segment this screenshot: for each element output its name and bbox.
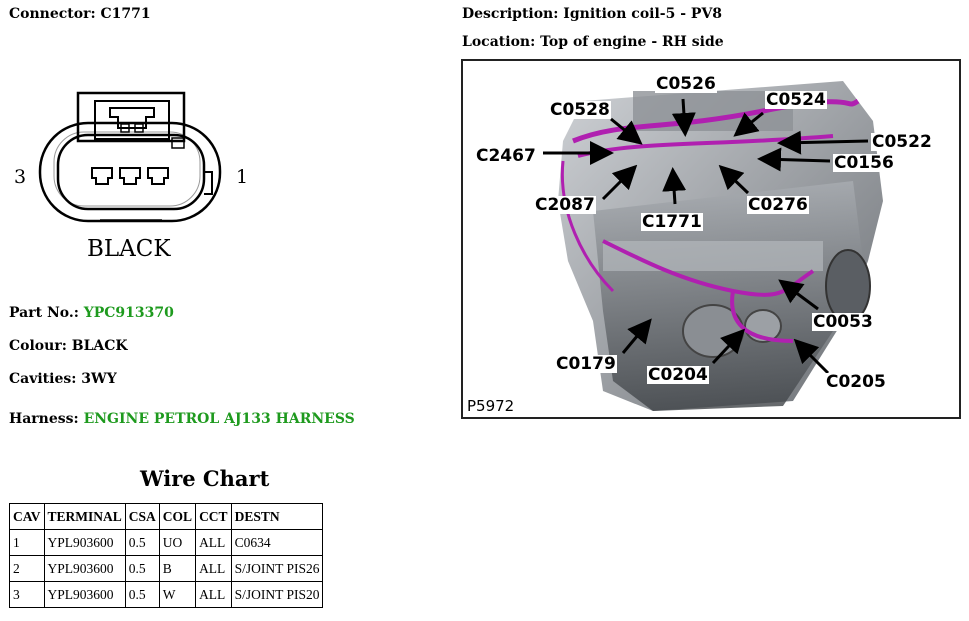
harness-link[interactable]: ENGINE PETROL AJ133 HARNESS	[83, 411, 355, 427]
figure-id: P5972	[467, 397, 515, 415]
cell-col: UO	[158, 529, 197, 556]
wire-chart-header-row: CAV TERMINAL CSA COL CCT DESTN	[9, 503, 324, 530]
callout-c0204[interactable]: C0204	[647, 365, 709, 385]
col-header-cct: CCT	[195, 503, 232, 530]
callout-c0053[interactable]: C0053	[812, 312, 874, 332]
description-label: Description:	[462, 6, 559, 22]
pin-3-label: 3	[14, 166, 27, 188]
callout-c2087[interactable]: C2087	[534, 195, 596, 215]
cell-col: B	[158, 555, 197, 582]
cell-cav: 1	[9, 529, 45, 556]
description-value: Ignition coil-5 - PV8	[563, 6, 723, 22]
cell-terminal: YPL903600	[43, 581, 126, 608]
cell-csa: 0.5	[124, 581, 160, 608]
col-header-col: COL	[158, 503, 197, 530]
part-number-link[interactable]: YPC913370	[83, 305, 174, 321]
colour-value: BLACK	[71, 338, 128, 354]
cell-cct: ALL	[195, 555, 232, 582]
cell-cav: 3	[9, 581, 45, 608]
connector-face-diagram	[38, 91, 222, 223]
location-value: Top of engine - RH side	[540, 34, 724, 50]
callout-c0522[interactable]: C0522	[871, 132, 933, 152]
callout-c0276[interactable]: C0276	[747, 195, 809, 215]
callout-c0156[interactable]: C0156	[833, 153, 895, 173]
description-row: Description: Ignition coil-5 - PV8	[462, 6, 722, 22]
cell-cav: 2	[9, 555, 45, 582]
cell-cct: ALL	[195, 581, 232, 608]
cavity-3	[91, 167, 113, 185]
colour-label: Colour:	[9, 338, 67, 354]
connector-heading: Connector: C1771	[9, 6, 151, 22]
harness-row: Harness: ENGINE PETROL AJ133 HARNESS	[9, 411, 355, 427]
cavity-1	[147, 167, 169, 185]
callout-c0526[interactable]: C0526	[655, 74, 717, 94]
table-row: 3 YPL903600 0.5 W ALL S/JOINT PIS20	[9, 581, 324, 608]
wire-chart-title: Wire Chart	[140, 466, 270, 491]
col-header-cav: CAV	[9, 503, 45, 530]
callout-c0179[interactable]: C0179	[555, 354, 617, 374]
cavities-value: 3WY	[81, 371, 117, 387]
callout-c2467[interactable]: C2467	[475, 146, 537, 166]
table-row: 1 YPL903600 0.5 UO ALL C0634	[9, 529, 324, 556]
cavities-row: Cavities: 3WY	[9, 371, 117, 387]
connector-label: Connector:	[9, 6, 96, 22]
callout-c0205[interactable]: C0205	[825, 372, 887, 392]
cell-terminal: YPL903600	[43, 555, 126, 582]
cell-destn: C0634	[230, 529, 324, 556]
cell-col: W	[158, 581, 197, 608]
callout-c0528[interactable]: C0528	[549, 100, 611, 120]
connector-colour-caption: BLACK	[87, 236, 171, 262]
wire-chart-table: CAV TERMINAL CSA COL CCT DESTN 1 YPL9036…	[9, 503, 324, 608]
colour-row: Colour: BLACK	[9, 338, 128, 354]
engine-illustration	[543, 81, 883, 411]
part-number-row: Part No.: YPC913370	[9, 305, 174, 321]
cell-csa: 0.5	[124, 555, 160, 582]
cell-cct: ALL	[195, 529, 232, 556]
engine-location-figure: C0526 C0528 C0524 C0522 C2467 C0156 C208…	[461, 59, 961, 419]
callout-c0524[interactable]: C0524	[765, 90, 827, 110]
cell-destn: S/JOINT PIS20	[230, 581, 324, 608]
cavity-2	[119, 167, 141, 185]
cell-csa: 0.5	[124, 529, 160, 556]
cell-destn: S/JOINT PIS26	[230, 555, 324, 582]
col-header-csa: CSA	[124, 503, 160, 530]
part-number-label: Part No.:	[9, 305, 79, 321]
connector-id: C1771	[100, 6, 151, 22]
location-label: Location:	[462, 34, 536, 50]
callout-c1771[interactable]: C1771	[641, 212, 703, 232]
cavities-label: Cavities:	[9, 371, 77, 387]
location-row: Location: Top of engine - RH side	[462, 34, 724, 50]
col-header-terminal: TERMINAL	[43, 503, 126, 530]
harness-label: Harness:	[9, 411, 79, 427]
pin-1-label: 1	[236, 166, 249, 188]
cell-terminal: YPL903600	[43, 529, 126, 556]
table-row: 2 YPL903600 0.5 B ALL S/JOINT PIS26	[9, 555, 324, 582]
col-header-destn: DESTN	[230, 503, 324, 530]
